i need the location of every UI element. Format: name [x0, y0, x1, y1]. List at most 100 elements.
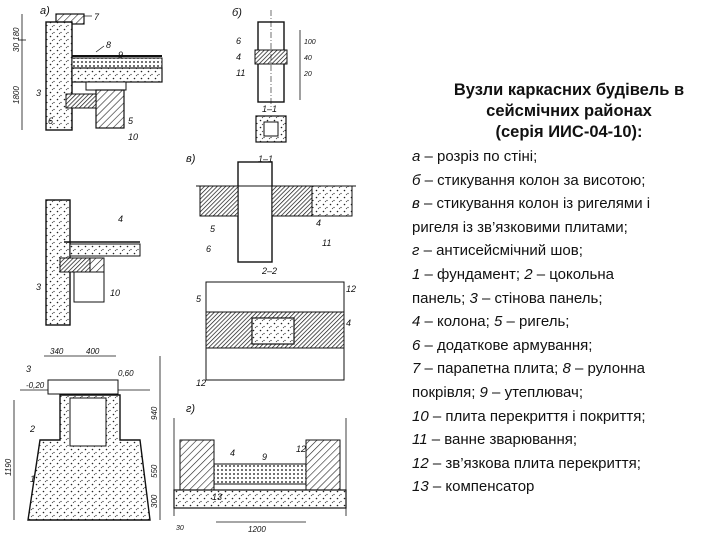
label-12g: 12: [296, 444, 306, 454]
label-12: 12: [346, 284, 356, 294]
legend-text: покрівля;: [412, 383, 480, 401]
section-2-2: 2–2 5 12 12 4: [196, 266, 356, 388]
glass-socket: [69, 397, 107, 447]
legend-row: б – стикування колон за висотою;: [412, 169, 720, 193]
dim-100: 100: [304, 39, 316, 46]
title-line-3: (серія ИИС-04-10):: [495, 123, 643, 141]
legend-text: панель;: [412, 289, 470, 307]
label-8: 8: [106, 40, 111, 50]
legend-key: 3: [469, 289, 478, 307]
legend-row: а – розріз по стіні;: [412, 145, 720, 169]
beam-right: [271, 185, 313, 217]
legend-key: 7: [412, 360, 421, 378]
label-10b: 10: [110, 288, 120, 298]
legend-text: – ванне зварювання;: [427, 431, 578, 449]
legend-key: 5: [494, 313, 503, 331]
reinforcement: [65, 93, 97, 109]
column-section-22: [251, 317, 295, 345]
legend-text: – фундамент;: [420, 265, 525, 283]
section-11-v: 1–1: [258, 154, 273, 164]
beam-2: [73, 271, 105, 303]
legend-text: – колона;: [420, 313, 494, 331]
label-9g: 9: [262, 452, 267, 462]
legend-key: 11: [412, 431, 428, 449]
legend-key: 2: [524, 265, 533, 283]
dim-30: 30: [176, 525, 184, 532]
legend-row: панель; 3 – стінова панель;: [412, 287, 720, 311]
legend-row: покрівля; 9 – утеплювач;: [412, 381, 720, 405]
fig-g-label: г): [186, 403, 195, 415]
label-4s: 4: [346, 318, 351, 328]
legend-text: – зв’язкова плита перекриття;: [428, 454, 641, 472]
fig-a-floor-node: 4 3 10: [36, 199, 141, 326]
legend-key: 13: [412, 478, 429, 496]
label-7: 7: [94, 12, 100, 22]
label-6b: 6: [236, 36, 241, 46]
label-4b: 4: [236, 52, 241, 62]
label-13: 13: [212, 492, 222, 502]
dim-060: 0,60: [118, 369, 134, 378]
fig-v-beam-joint: в) 1–1 5 4 6 11: [186, 153, 356, 263]
legend-text: – стикування колон із ригелями і: [419, 195, 651, 213]
label-5: 5: [128, 116, 134, 126]
label-6: 6: [48, 116, 53, 126]
label-5s: 5: [196, 294, 202, 304]
dim-1200: 1200: [248, 525, 266, 534]
legend-key: а: [412, 148, 421, 165]
column-right: [305, 439, 341, 491]
dim-940: 940: [150, 406, 159, 420]
reinforcement-2: [59, 257, 91, 273]
legend-row: 11 – ванне зварювання;: [412, 428, 720, 452]
legend-text: – утеплювач;: [487, 383, 584, 401]
beam-left: [199, 185, 239, 217]
wall-panel: [45, 21, 73, 131]
legend-text: – розріз по стіні;: [420, 148, 538, 165]
label-11v: 11: [322, 238, 331, 248]
compensator: [213, 463, 307, 485]
legend-text: – стінова панель;: [477, 289, 603, 307]
caption-title: Вузли каркасних будівель в сейсмічних ра…: [418, 80, 720, 143]
legend-key: г: [412, 242, 420, 260]
legend-key: 8: [562, 360, 571, 378]
legend-text: – компенсатор: [428, 478, 535, 496]
legend-key: в: [412, 195, 420, 213]
label-10: 10: [128, 132, 138, 142]
dim-300: 300: [150, 494, 159, 508]
label-4g: 4: [230, 448, 235, 458]
fig-a-foundation: 340 400 -0,20 0,60 3 2 1 1190 940 550 30…: [4, 347, 161, 521]
legend-row: 7 – парапетна плита; 8 – рулонна: [412, 357, 720, 381]
legend-row: г – антисейсмічний шов;: [412, 239, 720, 263]
column-left: [179, 439, 215, 491]
legend-text: – додаткове армування;: [420, 336, 593, 354]
dim-1190: 1190: [4, 458, 13, 476]
base-slab: [173, 489, 347, 509]
label-5v: 5: [210, 224, 216, 234]
caption-panel: Вузли каркасних будівель в сейсмічних ра…: [408, 80, 720, 499]
legend-key: 1: [412, 265, 421, 283]
fig-b-label: б): [232, 7, 242, 19]
legend-row: 1 – фундамент; 2 – цокольна: [412, 263, 720, 287]
slab-right: [311, 185, 353, 217]
fig-g-seismic-joint: г) 1200 4 9 13 12 30: [173, 403, 347, 534]
legend-row: ригеля із зв’язковими плитами;: [412, 216, 720, 240]
label-3: 3: [36, 88, 41, 98]
label-4: 4: [118, 214, 123, 224]
legend-row: 12 – зв’язкова плита перекриття;: [412, 452, 720, 476]
legend-text: – плита перекриття і покриття;: [428, 407, 646, 425]
dim-340: 340: [50, 347, 64, 356]
section-22-label: 2–2: [261, 266, 277, 276]
legend-key: б: [412, 171, 421, 189]
fig-a-roof-node: а) 30 180 1800 7 8 9 3 6 5 10: [12, 5, 163, 142]
legend-key: 6: [412, 336, 421, 354]
legend-text: – цокольна: [532, 265, 614, 283]
legend-row: 10 – плита перекриття і покриття;: [412, 405, 720, 429]
dim-550: 550: [150, 464, 159, 478]
legend-text: ригеля із зв’язковими плитами;: [412, 218, 628, 236]
legend-key: 9: [479, 383, 488, 401]
section-11-top: 1–1: [262, 104, 277, 114]
dim-m020: -0,20: [26, 381, 45, 390]
legend-row: в – стикування колон із ригелями і: [412, 192, 720, 216]
title-line-2: сейсмічних районах: [486, 102, 652, 120]
legend-row: 4 – колона; 5 – ригель;: [412, 310, 720, 334]
plinth-panel: [47, 379, 119, 395]
